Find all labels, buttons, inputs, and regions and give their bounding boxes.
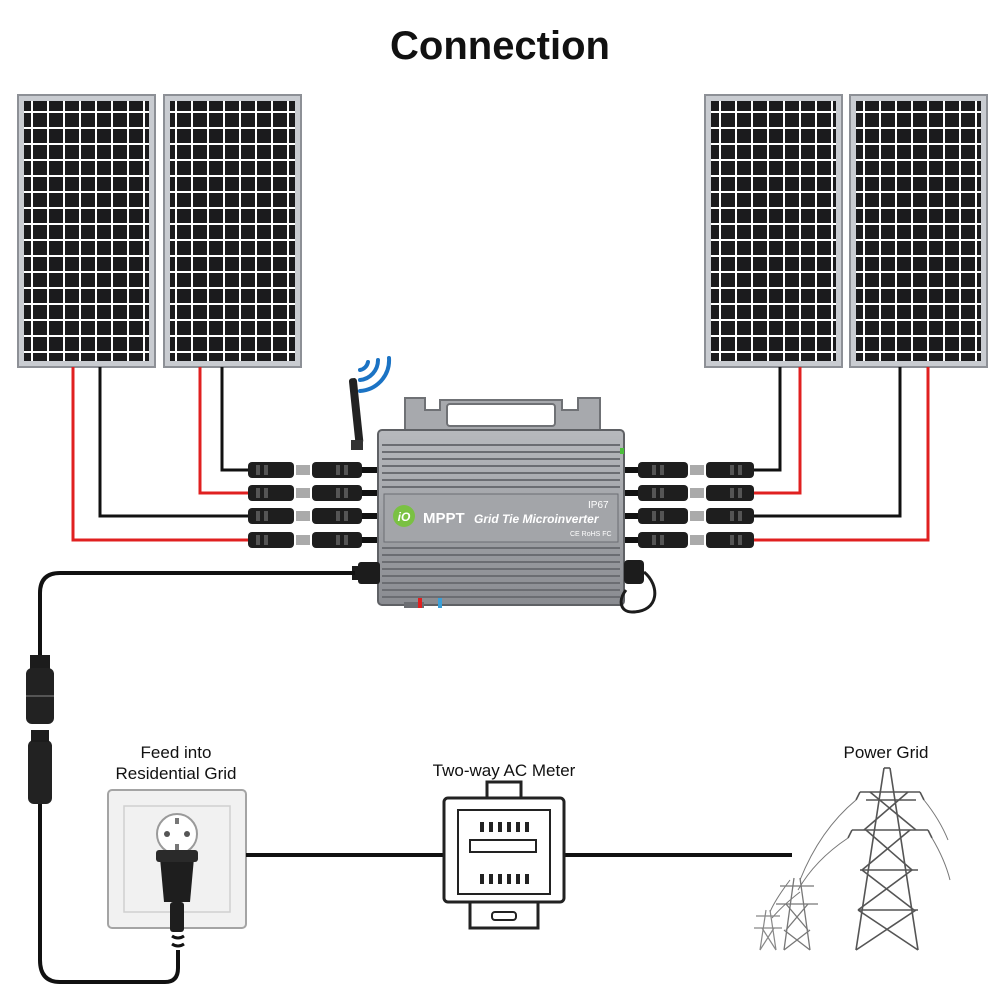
mc4-connectors-right xyxy=(620,462,754,548)
solar-panel-1 xyxy=(17,94,156,368)
wifi-antenna xyxy=(348,378,364,450)
microinverter: iO MPPT Grid Tie Microinverter IP67 CE R… xyxy=(377,397,625,608)
power-grid-tower-large xyxy=(847,767,933,951)
solar-panel-4 xyxy=(849,94,988,368)
inverter-name-text: Grid Tie Microinverter xyxy=(474,512,600,526)
power-plug xyxy=(156,850,198,948)
solar-panel-2 xyxy=(163,94,302,368)
grid-label: Power Grid xyxy=(843,743,929,762)
two-way-meter xyxy=(442,780,566,930)
feed-label: Feed into Residential Grid xyxy=(88,742,264,784)
wifi-signal-icon xyxy=(358,356,392,393)
ac-output-gland xyxy=(352,562,380,584)
dc-wires-right xyxy=(752,367,930,542)
page-title: Connection xyxy=(390,24,610,68)
feed-label-line2: Residential Grid xyxy=(115,764,237,783)
ac-port-cap xyxy=(619,560,657,614)
power-grid-tower-medium xyxy=(776,877,818,951)
inverter-brand-text: MPPT xyxy=(423,510,465,527)
mc4-connectors-left xyxy=(248,462,380,548)
feed-label-line1: Feed into xyxy=(140,743,212,762)
inverter-rating-text: IP67 xyxy=(588,500,609,511)
svg-text:iO: iO xyxy=(398,510,411,524)
ac-cable-connector xyxy=(26,655,54,804)
ac-cable xyxy=(38,571,355,984)
inverter-certs-text: CE RoHS FC xyxy=(570,531,612,538)
solar-panel-3 xyxy=(704,94,843,368)
power-lines xyxy=(769,799,951,919)
power-grid-tower-small xyxy=(754,909,782,951)
dc-wires-left xyxy=(71,367,250,542)
meter-label: Two-way AC Meter xyxy=(432,761,576,780)
brand-logo-icon: iO xyxy=(393,505,415,527)
